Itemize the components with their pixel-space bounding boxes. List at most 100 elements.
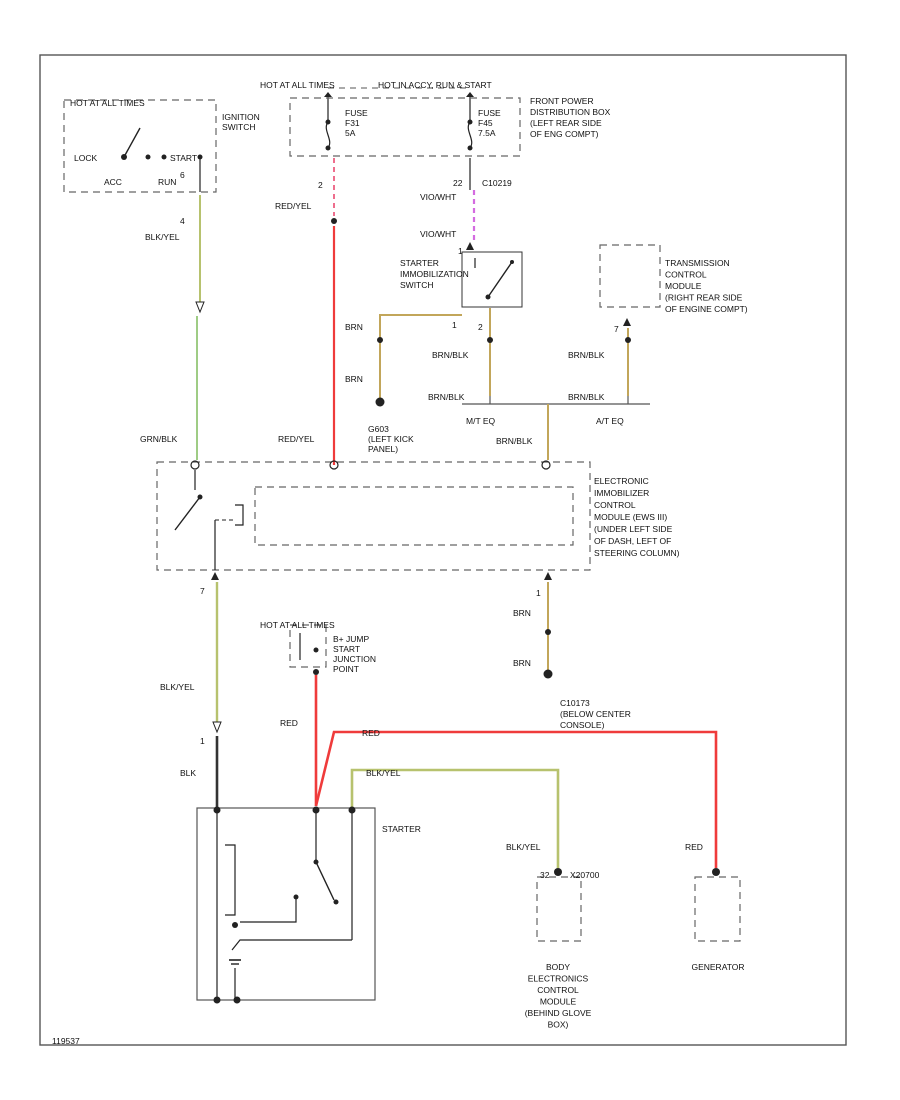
svg-text:1: 1: [200, 736, 205, 746]
label-line: (LEFT KICK: [368, 434, 414, 444]
label-line: CONTROL: [594, 500, 636, 510]
fuse-f45: [467, 119, 473, 151]
svg-text:BRN/BLK: BRN/BLK: [496, 436, 533, 446]
starter-internals: [213, 812, 353, 1004]
label-line: FUSE: [478, 108, 501, 118]
label-line: POINT: [333, 664, 359, 674]
label-line: (BEHIND GLOVE: [525, 1008, 592, 1018]
label-line: OF DASH, LEFT OF: [594, 536, 671, 546]
label-red-2: RED: [362, 728, 380, 738]
label-grn-blk: GRN/BLK: [140, 434, 178, 444]
svg-text:M/T EQ: M/T EQ: [466, 416, 496, 426]
label-starter: STARTER: [382, 824, 421, 834]
label-pin-red-top: 2: [318, 180, 323, 190]
label-line: CONSOLE): [560, 720, 605, 730]
svg-text:BLK/YEL: BLK/YEL: [160, 682, 195, 692]
svg-text:STARTER: STARTER: [382, 824, 421, 834]
label-ign-lock: LOCK: [74, 153, 97, 163]
svg-text:BRN/BLK: BRN/BLK: [568, 350, 605, 360]
label-line: FRONT POWER: [530, 96, 594, 106]
label-line: SWITCH: [400, 280, 434, 290]
svg-text:BRN/BLK: BRN/BLK: [428, 392, 465, 402]
label-brn-1: BRN: [345, 322, 363, 332]
wire-red-starter: [312, 675, 320, 814]
bec-module-box: [536, 876, 582, 942]
svg-text:BLK/YEL: BLK/YEL: [506, 842, 541, 852]
label-hot-jump: HOT AT ALL TIMES: [260, 620, 335, 630]
svg-text:BRN: BRN: [513, 658, 531, 668]
fuse-f31: [325, 119, 331, 151]
label-line: IGNITION: [222, 112, 260, 122]
svg-text:RED: RED: [362, 728, 380, 738]
svg-text:4: 4: [180, 216, 185, 226]
wire-red-yel-fuse: [331, 158, 337, 224]
label-line: BOX): [548, 1020, 569, 1030]
label-pin-immob-right: 2: [478, 322, 483, 332]
label-line: BODY: [546, 962, 570, 972]
label-line: IMMOBILIZER: [594, 488, 649, 498]
svg-text:RED: RED: [685, 842, 703, 852]
svg-text:VIO/WHT: VIO/WHT: [420, 192, 456, 202]
ignition-switch: [121, 127, 203, 192]
label-brn-blk-5: BRN/BLK: [496, 436, 533, 446]
label-x20700: X20700: [570, 870, 600, 880]
svg-text:1: 1: [458, 246, 463, 256]
ignition-switch-box: [63, 99, 217, 193]
label-blk-yel-2: BLK/YEL: [160, 682, 195, 692]
starter-immobilization-switch: [461, 251, 523, 308]
label-line: TRANSMISSION: [665, 258, 730, 268]
label-red-yel-1: RED/YEL: [275, 201, 312, 211]
label-line: 5A: [345, 128, 356, 138]
label-vio-wht-1: VIO/WHT: [420, 192, 456, 202]
wire-red-yel-main: [329, 226, 339, 470]
svg-text:7: 7: [614, 324, 619, 334]
wire-vio-wht: [466, 158, 476, 250]
label-generator: GENERATOR: [691, 962, 744, 972]
label-pin-tcm: 7: [614, 324, 619, 334]
svg-text:C10219: C10219: [482, 178, 512, 188]
svg-text:BRN: BRN: [345, 322, 363, 332]
front-power-distribution-box: [289, 97, 521, 157]
svg-text:VIO/WHT: VIO/WHT: [420, 229, 456, 239]
label-line: (BELOW CENTER: [560, 709, 631, 719]
label-brn-blk-4: BRN/BLK: [568, 392, 605, 402]
wire-brn-blk-tcm: [623, 318, 631, 396]
label-pin-ign-top: 6: [180, 170, 185, 180]
svg-text:RED/YEL: RED/YEL: [275, 201, 312, 211]
svg-text:HOT AT ALL TIMES: HOT AT ALL TIMES: [260, 80, 335, 90]
svg-text:HOT AT ALL TIMES: HOT AT ALL TIMES: [260, 620, 335, 630]
svg-text:BLK/YEL: BLK/YEL: [145, 232, 180, 242]
label-line: (LEFT REAR SIDE: [530, 118, 602, 128]
wire-red-generator: [314, 730, 720, 876]
wire-blk-yel-starter: [211, 572, 222, 734]
label-at-eq: A/T EQ: [596, 416, 624, 426]
label-line: MODULE: [540, 997, 577, 1007]
label-fig-id: 119537: [52, 1036, 80, 1046]
label-brn-blk-3: BRN/BLK: [428, 392, 465, 402]
label-line: ELECTRONICS: [528, 974, 589, 984]
label-blk-yel-3: BLK/YEL: [366, 768, 401, 778]
svg-text:BLK: BLK: [180, 768, 196, 778]
splice-mt-at: [462, 396, 650, 405]
svg-text:6: 6: [180, 170, 185, 180]
jump-start-point: [299, 633, 319, 675]
label-pin-22: 22: [453, 178, 463, 188]
label-blk: BLK: [180, 768, 196, 778]
label-line: G603: [368, 424, 389, 434]
svg-text:2: 2: [318, 180, 323, 190]
